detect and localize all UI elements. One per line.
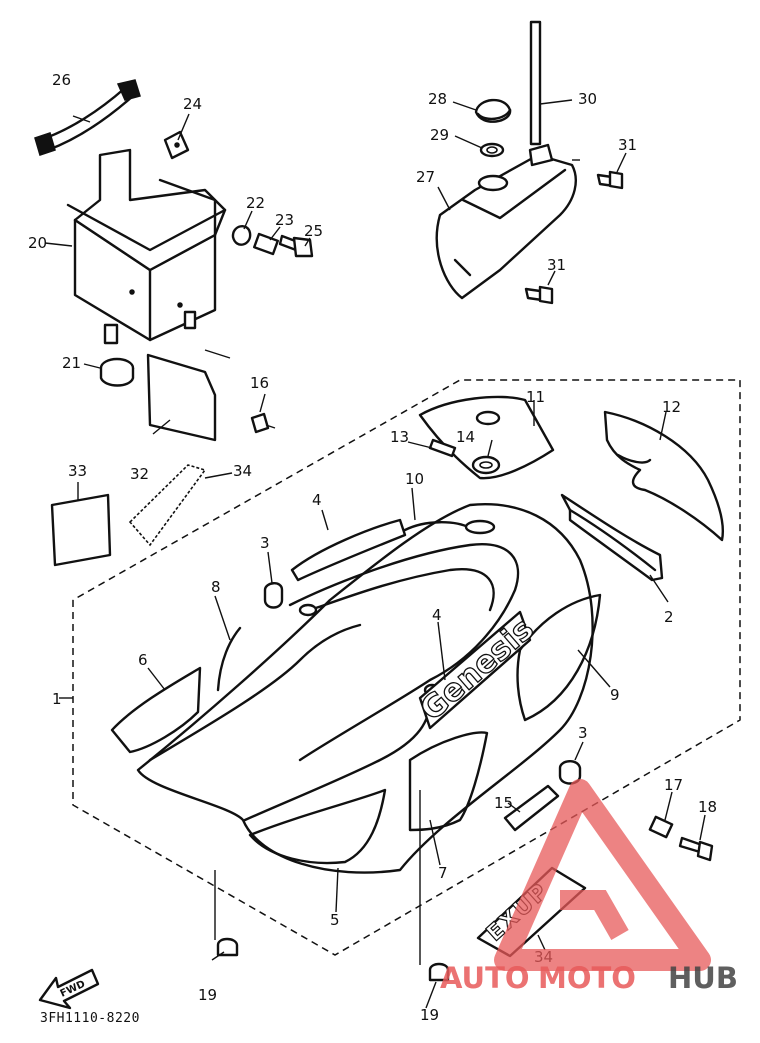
- rear-bracket: [216, 626, 242, 692]
- assembly-dashed-outline: [72, 379, 741, 956]
- callout-13: 13: [390, 428, 409, 446]
- seat-cover: [418, 395, 555, 480]
- callout-27: 27: [416, 168, 435, 186]
- watermark-word-moto: MOTO: [538, 961, 636, 995]
- callout-1: 1: [52, 690, 62, 708]
- grommet: [471, 455, 501, 475]
- callout-32: 32: [130, 465, 149, 483]
- callout-7: 7: [438, 864, 448, 882]
- callout-23: 23: [275, 211, 294, 229]
- callout-15: 15: [494, 794, 513, 812]
- callout-12: 12: [662, 398, 681, 416]
- fastener-right: [419, 790, 450, 982]
- collar: [648, 815, 674, 839]
- grab-rail: [560, 493, 664, 582]
- part-code: 3FH1110-8220: [40, 1011, 140, 1026]
- watermark-logo: [494, 779, 711, 971]
- callout-4-lower: 4: [432, 606, 442, 624]
- battery-strap: [34, 79, 141, 156]
- washer: [479, 142, 505, 158]
- rubber-damper: [99, 357, 135, 387]
- upper-bracket-assembly: [435, 143, 580, 300]
- callout-19-left: 19: [198, 986, 217, 1004]
- battery-bracket: [163, 130, 190, 160]
- callout-14: 14: [456, 428, 475, 446]
- callout-10: 10: [405, 470, 424, 488]
- bolt: [678, 836, 714, 862]
- callout-29: 29: [430, 126, 449, 144]
- callout-9: 9: [610, 686, 620, 704]
- callout-16: 16: [250, 374, 269, 392]
- watermark-word-hub: HUB: [668, 961, 738, 995]
- rod: [529, 20, 542, 146]
- damper-lower: [558, 760, 582, 785]
- callout-4-upper: 4: [312, 491, 322, 509]
- callout-3-upper: 3: [260, 534, 270, 552]
- damper-upper: [263, 582, 284, 609]
- callout-22: 22: [246, 194, 265, 212]
- callouts: 26 24 20 22 23 25 21 32 34 33 28 30 29 2…: [28, 71, 717, 1024]
- collar-and-bolt: [231, 225, 314, 258]
- screw: [250, 412, 276, 434]
- callout-31-lower: 31: [547, 256, 566, 274]
- bolt-lower: [524, 285, 554, 305]
- fastener-left: [214, 870, 239, 957]
- callout-3-lower: 3: [578, 724, 588, 742]
- watermark-text: AUTO MOTO HUB: [440, 961, 738, 995]
- callout-21: 21: [62, 354, 81, 372]
- leader-lines: [44, 99, 706, 1009]
- filler-cap: [474, 98, 512, 123]
- callout-26: 26: [52, 71, 71, 89]
- callout-30: 30: [578, 90, 597, 108]
- callout-28: 28: [428, 90, 447, 108]
- callout-2: 2: [664, 608, 674, 626]
- label-sheet: [50, 493, 112, 567]
- callout-24: 24: [183, 95, 202, 113]
- watermark-triangle: [494, 779, 711, 971]
- callout-6: 6: [138, 651, 148, 669]
- side-stripe-upper: [290, 518, 407, 582]
- callout-25: 25: [304, 222, 323, 240]
- cover-plate: [146, 349, 231, 442]
- forward-arrow-icon: FWD: [38, 968, 100, 1010]
- side-panel-left: [110, 666, 202, 754]
- callout-34-upper: 34: [233, 462, 252, 480]
- upper-emblem-label: [128, 464, 207, 547]
- battery-case: [66, 148, 227, 345]
- callout-5: 5: [330, 911, 340, 929]
- callout-19-right: 19: [420, 1006, 439, 1024]
- watermark-word-auto: AUTO: [440, 961, 530, 995]
- bolt-upper: [596, 170, 624, 190]
- callout-17: 17: [664, 776, 683, 794]
- side-panel-right: [603, 410, 724, 542]
- rubber-strip: [503, 784, 560, 832]
- callout-18: 18: [698, 798, 717, 816]
- callout-11: 11: [526, 388, 545, 406]
- callout-33: 33: [68, 462, 87, 480]
- small-clip: [428, 438, 457, 458]
- callout-8: 8: [211, 578, 221, 596]
- callout-20: 20: [28, 234, 47, 252]
- callout-31-upper: 31: [618, 136, 637, 154]
